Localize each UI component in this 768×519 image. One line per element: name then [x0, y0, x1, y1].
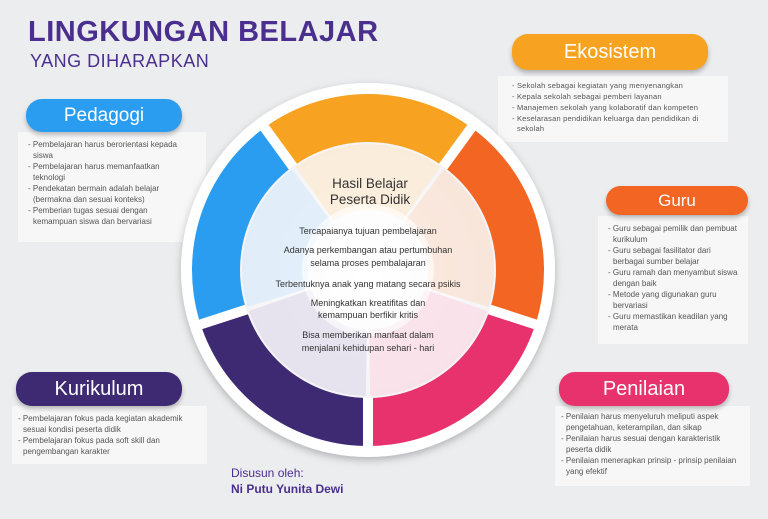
center-item-5a: Bisa memberikan manfaat dalam: [302, 330, 434, 340]
list-item: - Guru memastikan keadilan yang: [608, 312, 728, 321]
list-item: kemampuan siswa dan bervariasi: [33, 216, 152, 226]
page-subtitle: YANG DIHARAPKAN: [30, 51, 210, 71]
ring-segment-guru: [436, 130, 544, 320]
ring-segment-penilaian: [372, 308, 534, 446]
list-item: - Manajemen sekolah yang kolaboratif dan…: [512, 103, 699, 112]
list-item: - Metode yang digunakan guru: [608, 290, 717, 299]
list-item: - Pembelajaran fokus pada soft skill dan: [18, 436, 160, 445]
penilaian-list: - Penilaian harus menyeluruh meliputi as…: [561, 412, 751, 478]
list-item: berbagai sumber belajar: [613, 256, 700, 266]
list-item: teknologi: [33, 172, 66, 182]
list-item: sesuai kondisi peserta didik: [23, 424, 121, 434]
list-item: - Guru ramah dan menyambut siswa: [608, 268, 738, 277]
ring-segment-penilaian-inner-tint: [369, 289, 488, 396]
list-item: sekolah: [517, 124, 545, 133]
center-title: Hasil Belajar Peserta Didik: [290, 176, 450, 208]
list-item: siswa: [33, 150, 54, 160]
list-item: - Penilaian harus sesuai dengan karakter…: [561, 434, 721, 443]
list-item: peserta didik: [566, 444, 612, 454]
ring-segment-pedagogi: [191, 130, 300, 320]
credit-label: Disusun oleh:: [231, 466, 304, 480]
list-item: - Guru sebagai pemilik dan pembuat: [608, 224, 737, 233]
list-item: - Pembelajaran fokus pada kegiatan akade…: [18, 414, 183, 423]
list-item: - Guru sebagai fasilitator dari: [608, 246, 711, 255]
list-item: - Penilaian menerapkan prinsip - prinsip…: [561, 456, 737, 465]
guru-label: Guru: [606, 186, 748, 215]
pedagogi-panel-bg: [18, 132, 206, 242]
list-item: - Pendekatan bermain adalah belajar: [28, 184, 160, 193]
credit-name: Ni Putu Yunita Dewi: [231, 482, 344, 496]
list-item: pengetahuan, keterampilan, dan sikap: [566, 422, 702, 432]
pedagogi-label: Pedagogi: [26, 99, 182, 132]
kurikulum-label: Kurikulum: [16, 372, 182, 406]
ekosistem-list: - Sekolah sebagai kegiatan yang menyenan…: [512, 81, 730, 135]
center-item-3: Terbentuknya anak yang matang secara psi…: [275, 279, 461, 289]
center-item-1: Tercapaianya tujuan pembelajaran: [299, 226, 437, 236]
ekosistem-label: Ekosistem: [512, 34, 708, 70]
ekosistem-panel-bg: [498, 76, 728, 142]
center-item-5b: menjalani kehidupan sehari - hari: [301, 343, 435, 353]
list-item: - Kepala sekolah sebagai pemberi layanan: [512, 92, 662, 101]
center-item-2b: selama proses pembalajaran: [310, 258, 426, 268]
list-item: yang efektif: [566, 466, 607, 476]
kurikulum-list: - Pembelajaran fokus pada kegiatan akade…: [18, 414, 208, 458]
penilaian-panel-bg: [555, 406, 750, 486]
list-item: (bermakna dan sesuai konteks): [33, 194, 145, 204]
center-item-4b: kemampuan berfikir kritis: [317, 310, 419, 320]
penilaian-label: Penilaian: [559, 372, 729, 406]
list-item: - Keselarasan pendidikan keluarga dan pe…: [512, 114, 699, 123]
list-item: bervariasi: [613, 300, 648, 310]
list-item: pengembangan karakter: [23, 446, 110, 456]
page-title: LINGKUNGAN BELAJAR: [28, 16, 379, 48]
ring-center-core: [302, 204, 434, 336]
list-item: - Sekolah sebagai kegiatan yang menyenan…: [512, 81, 683, 90]
list-item: merata: [613, 322, 638, 332]
center-item-4a: Meningkatkan kreatifitas dan: [310, 298, 426, 308]
ring-segment-kurikulum: [202, 308, 364, 446]
center-item-2a: Adanya perkembangan atau pertumbuhan: [283, 245, 453, 255]
ring-segment-pedagogi-inner-tint: [242, 169, 332, 307]
list-item: - Pembelajaran harus memanfaatkan: [28, 162, 160, 171]
pedagogi-list: - Pembelajaran harus berorientasi kepada…: [28, 140, 206, 228]
center-title-line1: Hasil Belajar: [332, 176, 408, 191]
guru-panel-bg: [598, 216, 748, 344]
kurikulum-panel-bg: [12, 406, 207, 464]
center-title-line2: Peserta Didik: [329, 192, 411, 207]
list-item: dengan baik: [613, 278, 657, 288]
guru-list: - Guru sebagai pemilik dan pembuat kurik…: [608, 224, 750, 334]
ring-segment-ekosistem-inner-tint: [295, 144, 441, 221]
list-item: kurikulum: [613, 234, 648, 244]
ring-segment-guru-inner-tint: [404, 169, 495, 307]
list-item: - Penilaian harus menyeluruh meliputi as…: [561, 412, 719, 421]
list-item: - Pembelajaran harus berorientasi kepada: [28, 140, 177, 149]
ring-segment-kurikulum-inner-tint: [248, 289, 367, 396]
list-item: - Pemberian tugas sesuai dengan: [28, 206, 148, 215]
